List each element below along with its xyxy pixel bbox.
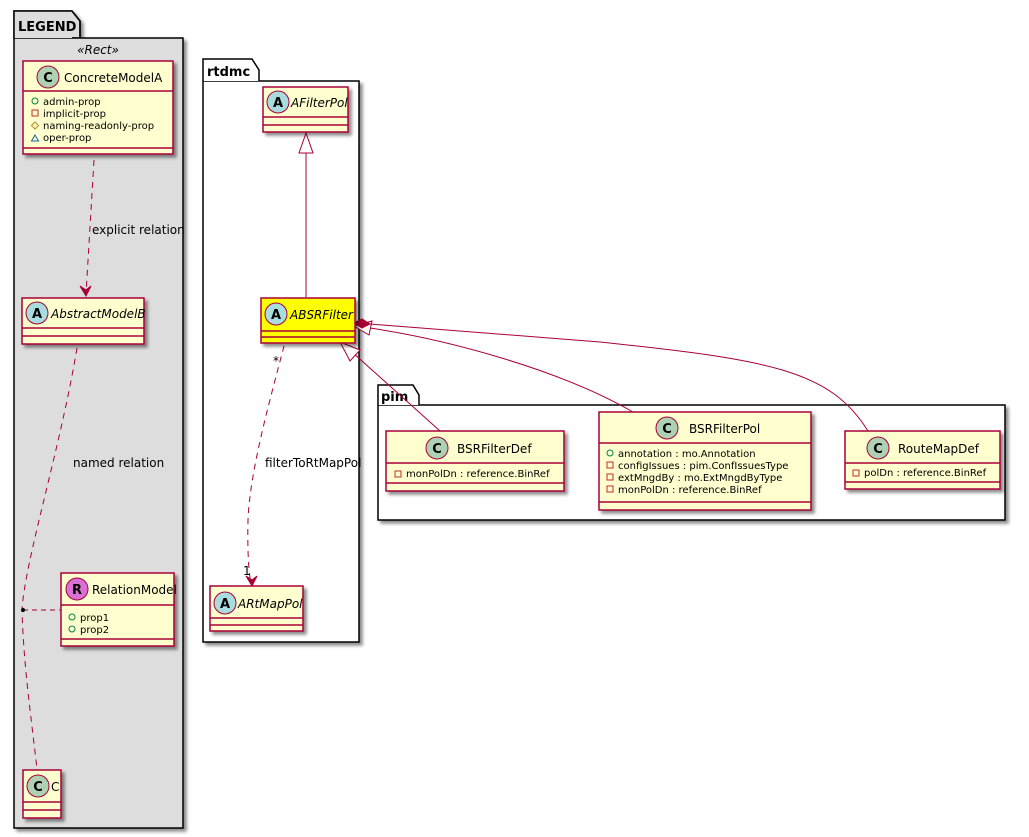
attribute: monPolDn : reference.BinRef bbox=[618, 485, 762, 496]
class-bsrfilterpol[interactable]: C BSRFilterPol annotation : mo.Annotatio… bbox=[598, 411, 812, 511]
private-visibility-icon bbox=[606, 485, 614, 493]
public-visibility-icon bbox=[68, 625, 76, 633]
package-rtdmc: rtdmc bbox=[202, 58, 360, 643]
class-spot-icon bbox=[36, 65, 60, 89]
class-name: BSRFilterPol bbox=[689, 422, 760, 436]
private-visibility-icon bbox=[31, 109, 39, 117]
package-name: rtdmc bbox=[207, 65, 250, 80]
class-name: AFilterPol bbox=[290, 96, 348, 110]
class-name: ABSRFilter bbox=[289, 308, 354, 322]
public-visibility-icon bbox=[68, 613, 76, 621]
attribute: extMngdBy : mo.ExtMngdByType bbox=[618, 473, 782, 484]
arrow-head bbox=[79, 285, 92, 298]
attribute: prop2 bbox=[80, 625, 109, 636]
svg-text:R: R bbox=[72, 583, 82, 598]
explicit-relation-label: explicit relation bbox=[92, 223, 185, 237]
composition-line bbox=[369, 323, 869, 432]
generalization-arrow bbox=[298, 131, 314, 154]
package-name: LEGEND bbox=[18, 20, 77, 35]
abstract-spot-icon bbox=[25, 301, 49, 325]
class-artmappol[interactable]: A ARtMapPol bbox=[209, 585, 304, 632]
package-name: pim bbox=[381, 390, 408, 405]
composition-diamond bbox=[352, 318, 372, 329]
class-absrfilter[interactable]: A ABSRFilter bbox=[260, 297, 356, 344]
arrow-head bbox=[245, 575, 258, 588]
named-relation-label: named relation bbox=[73, 456, 164, 470]
attribute: prop1 bbox=[80, 613, 109, 624]
class-bsrfilterdef[interactable]: C BSRFilterDef monPolDn : reference.BinR… bbox=[385, 430, 565, 492]
attribute: configIssues : pim.ConfIssuesType bbox=[618, 461, 788, 472]
class-name: ConcreteModelA bbox=[64, 71, 163, 85]
public-visibility-icon bbox=[606, 449, 614, 457]
svg-text:C: C bbox=[662, 422, 672, 437]
public-visibility-icon bbox=[31, 97, 39, 105]
package-tab bbox=[377, 384, 420, 405]
explicit-relation-line bbox=[85, 159, 95, 295]
svg-text:A: A bbox=[32, 307, 42, 322]
generalization-arrow bbox=[338, 341, 361, 362]
abstract-spot-icon bbox=[266, 90, 290, 114]
class-name: RelationModel bbox=[92, 583, 177, 597]
attribute: polDn : reference.BinRef bbox=[864, 468, 987, 479]
abstract-spot-icon bbox=[213, 591, 237, 615]
private-visibility-icon bbox=[394, 470, 402, 478]
class-name: AbstractModelB bbox=[50, 307, 146, 321]
svg-text:C: C bbox=[873, 442, 883, 457]
attribute: annotation : mo.Annotation bbox=[618, 449, 756, 460]
attribute: monPolDn : reference.BinRef bbox=[406, 469, 550, 480]
class-spot-icon bbox=[26, 774, 50, 798]
package-tab bbox=[202, 58, 260, 81]
relation-spot-icon bbox=[65, 577, 89, 601]
generalization-line bbox=[369, 327, 634, 413]
package-visibility-icon bbox=[30, 134, 40, 142]
class-routemapdef[interactable]: C RouteMapDef polDn : reference.BinRef bbox=[844, 430, 1001, 490]
class-abstract-model-b[interactable]: A AbstractModelB bbox=[21, 297, 146, 345]
relations bbox=[21, 131, 869, 804]
class-name: BSRFilterDef bbox=[457, 442, 532, 456]
generalization-line bbox=[351, 351, 441, 432]
class-spot-icon bbox=[866, 436, 890, 460]
private-visibility-icon bbox=[852, 469, 860, 477]
class-name: C bbox=[51, 780, 59, 794]
class-spot-icon bbox=[425, 436, 449, 460]
package-stereotype: «Rect» bbox=[77, 43, 119, 57]
private-visibility-icon bbox=[606, 473, 614, 481]
class-afilterpol[interactable]: A AFilterPol bbox=[262, 86, 349, 133]
svg-text:C: C bbox=[432, 442, 442, 457]
attribute: oper-prop bbox=[43, 133, 91, 144]
attribute: admin-prop bbox=[43, 97, 101, 108]
attribute: naming-readonly-prop bbox=[43, 121, 154, 132]
svg-text:A: A bbox=[271, 308, 281, 323]
svg-text:A: A bbox=[273, 96, 283, 111]
abstract-spot-icon bbox=[264, 302, 288, 326]
filter-to-rtmap-line bbox=[247, 345, 285, 584]
attribute: implicit-prop bbox=[43, 109, 106, 120]
source-multiplicity: * bbox=[273, 354, 279, 368]
class-name: ARtMapPol bbox=[237, 597, 303, 611]
class-c[interactable]: C C bbox=[22, 769, 62, 819]
class-spot-icon bbox=[655, 416, 679, 440]
named-relation-line bbox=[21, 347, 78, 801]
package-legend: LEGEND «Rect» bbox=[13, 10, 184, 829]
protected-visibility-icon bbox=[30, 121, 40, 130]
svg-text:C: C bbox=[43, 71, 53, 86]
package-body bbox=[202, 80, 360, 643]
junction-dot bbox=[21, 608, 25, 612]
target-multiplicity: 1 bbox=[243, 564, 251, 578]
svg-text:A: A bbox=[220, 597, 230, 612]
package-body bbox=[13, 37, 184, 829]
filter-to-rtmap-label: filterToRtMapPol bbox=[265, 456, 361, 470]
class-concrete-model-a[interactable]: C ConcreteModelA admin-prop implicit-pro… bbox=[22, 60, 174, 155]
class-name: RouteMapDef bbox=[898, 442, 980, 456]
svg-text:C: C bbox=[33, 780, 43, 795]
private-visibility-icon bbox=[606, 461, 614, 469]
class-relation-model[interactable]: R RelationModel prop1 prop2 bbox=[60, 572, 177, 647]
